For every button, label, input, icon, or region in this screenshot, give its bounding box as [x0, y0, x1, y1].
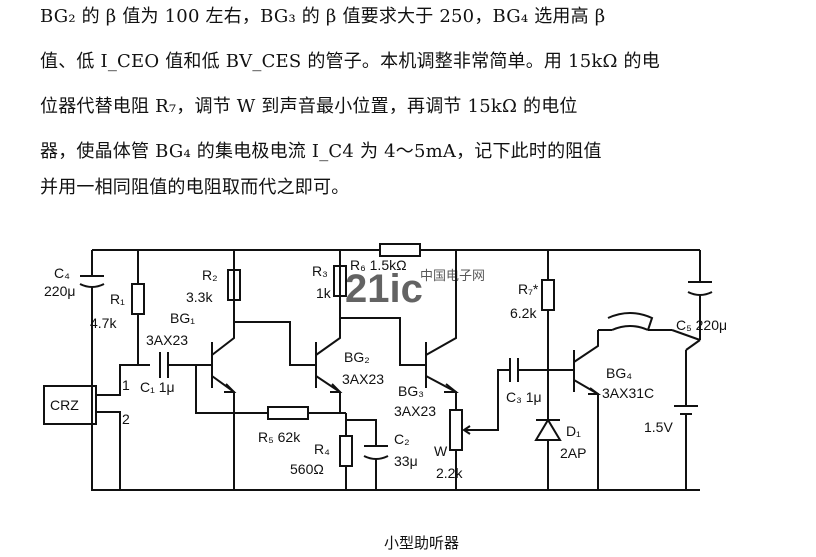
watermark-logo-sub: 中国电子网 — [420, 268, 485, 283]
r2-label: R₂ — [202, 267, 218, 283]
figure-caption: 小型助听器 — [384, 534, 460, 552]
wire-bg1-bg2 — [234, 321, 316, 366]
capacitor-c3 — [509, 358, 574, 382]
crz-pin-2: 2 — [122, 411, 130, 427]
r1-value: 4.7k — [90, 315, 117, 331]
transistor-bg3 — [425, 250, 459, 410]
resistor-r7 — [541, 250, 555, 370]
c1-label: C₁ 1μ — [140, 379, 175, 395]
c4-label: C₄ — [54, 265, 70, 281]
potentiometer-w — [449, 369, 510, 490]
bg4-label: BG₄ — [606, 365, 632, 381]
capacitor-c4 — [79, 250, 105, 316]
paragraph-line-1: BG₂ 的 β 值为 100 左右，BG₃ 的 β 值要求大于 250，BG₄ … — [40, 6, 606, 27]
d1-label: D₁ — [566, 423, 581, 439]
paragraph-line-3: 位器代替电阻 R₇，调节 W 到声音最小位置，再调节 15kΩ 的电位 — [40, 96, 578, 117]
capacitor-c2 — [346, 419, 389, 490]
bottom-rail-wire — [91, 316, 700, 491]
w-label: W — [434, 443, 448, 459]
resistor-r4 — [339, 413, 353, 490]
earphone — [598, 312, 672, 331]
c3-label: C₃ 1μ — [506, 389, 542, 405]
r3-label: R₃ — [312, 263, 328, 279]
paragraph-line-5: 并用一相同阻值的电阻取而代之即可。 — [40, 177, 350, 198]
transistor-bg2 — [315, 250, 343, 413]
r5-label: R₅ 62k — [258, 429, 301, 445]
paragraph-line-2: 值、低 I_CEO 值和低 BV_CES 的管子。本机调整非常简单。用 15kΩ… — [40, 51, 660, 72]
resistor-r2 — [227, 269, 241, 301]
c4-value: 220μ — [44, 283, 75, 299]
capacitor-c5 — [687, 250, 713, 340]
r6-label: R₆ 1.5kΩ — [350, 257, 407, 273]
crz-microphone — [43, 364, 150, 490]
diode-d1 — [534, 370, 562, 490]
capacitor-c1 — [159, 352, 212, 378]
r2-value: 3.3k — [186, 289, 213, 305]
bg1-label: BG₁ — [170, 310, 195, 326]
c2-value: 33μ — [394, 453, 418, 469]
w-value: 2.2k — [436, 465, 463, 481]
watermark-logo: 21ic 中国电子网 — [345, 267, 485, 311]
bg4-type: 3AX31C — [602, 385, 654, 401]
r3-value: 1k — [316, 285, 332, 301]
bg3-type: 3AX23 — [394, 403, 436, 419]
paragraph-line-4: 器，使晶体管 BG₄ 的集电极电流 I_C4 为 4～5mA，记下此时的阻值 — [40, 141, 602, 162]
battery-1-5v — [671, 329, 701, 490]
crz-label: CRZ — [50, 397, 79, 413]
battery-label: 1.5V — [644, 419, 673, 435]
bg2-label: BG₂ — [344, 349, 370, 365]
transistor-bg4 — [573, 330, 601, 490]
bg3-label: BG₃ — [398, 383, 424, 399]
r1-label: R₁ — [110, 291, 125, 307]
resistor-r6 — [379, 243, 421, 257]
resistor-r5 — [195, 365, 346, 420]
resistor-r1 — [131, 250, 145, 365]
bg2-type: 3AX23 — [342, 371, 384, 387]
bg1-type: 3AX23 — [146, 332, 188, 348]
c2-label: C₂ — [394, 431, 410, 447]
crz-pin-1: 1 — [122, 377, 130, 393]
r7-value: 6.2k — [510, 305, 537, 321]
c5-label: C₅ 220μ — [676, 317, 727, 333]
r4-value: 560Ω — [290, 461, 324, 477]
resistor-r3 — [333, 265, 347, 297]
r7-label: R₇* — [518, 281, 539, 297]
wire-bg2-bg3 — [340, 317, 426, 366]
transistor-bg1 — [211, 250, 237, 490]
d1-type: 2AP — [560, 445, 586, 461]
r4-label: R₄ — [314, 441, 330, 457]
watermark-logo-text: 21ic — [345, 267, 423, 311]
